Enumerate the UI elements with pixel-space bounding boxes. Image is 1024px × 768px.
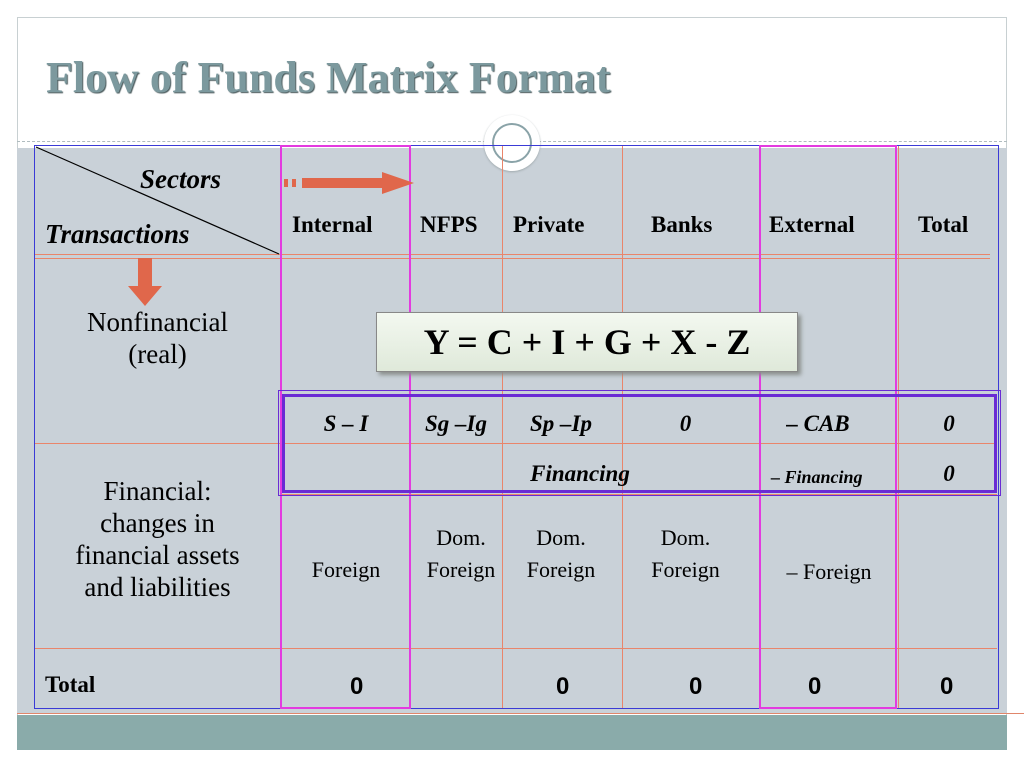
decorative-circle [484,115,540,171]
total-banks: 0 [689,673,703,700]
column-header-private: Private [513,212,585,237]
row-label-financial-line2: changes in [100,508,215,538]
financial-nfps-line1: Dom. [436,525,486,550]
row-label-nonfinancial: Nonfinancial (real) [45,306,270,370]
slide-title: Flow of Funds Matrix Format [46,53,611,102]
equation-box: Y = C + I + G + X - Z [376,312,798,372]
column-header-banks: Banks [651,212,713,237]
financial-private: Dom. Foreign [503,522,619,586]
header-divider [35,254,990,259]
column-header-total: Total [918,212,969,237]
financial-external: – Foreign [786,559,872,584]
financial-banks-line1: Dom. [660,525,711,550]
balance-rows-highlight [282,394,997,493]
balance-nfps: Sg –Ig [425,411,487,436]
row-label-nonfinancial-line1: Nonfinancial [87,307,228,337]
column-header-internal: Internal [292,212,373,237]
row-divider-financial [35,443,997,444]
col-divider-private [502,146,503,708]
financial-internal: Foreign [311,557,381,582]
content-background [17,148,1007,713]
total-total: 0 [940,673,954,700]
financial-private-line1: Dom. [536,525,586,550]
financial-banks: Dom. Foreign [623,522,748,586]
total-external: 0 [808,673,822,700]
transactions-label: Transactions [45,219,190,249]
balance-total: 0 [943,411,955,436]
row-divider-total [35,648,997,649]
internal-column-highlight [280,145,411,709]
row-label-nonfinancial-line2: (real) [128,339,187,369]
footer-band [17,715,1007,750]
column-header-external: External [769,212,855,237]
bottom-divider [17,713,1024,714]
row-label-financial-line1: Financial: [103,476,212,506]
decorative-circle-inner [492,123,532,163]
row-label-financial: Financial: changes in financial assets a… [45,475,270,603]
financing-label: Financing [530,461,630,486]
total-internal: 0 [350,673,364,700]
col-divider-banks [622,146,623,708]
row-label-total: Total [45,672,96,697]
row-divider-financing [280,494,997,495]
financing-total: 0 [943,461,955,486]
financial-private-line2: Foreign [526,557,596,582]
sectors-label: Sectors [140,164,221,194]
column-header-nfps: NFPS [420,212,478,237]
balance-external: – CAB [786,411,850,436]
balance-banks: 0 [679,411,692,436]
external-column-highlight [759,145,897,709]
total-private: 0 [556,673,570,700]
negative-financing-label: – Financing [771,467,863,487]
col-divider-total [898,146,899,708]
balance-rows-highlight-outer [278,390,1001,496]
financial-banks-line2: Foreign [651,557,720,582]
row-label-financial-line3: financial assets [75,540,240,570]
balance-private: Sp –Ip [530,411,592,436]
row-label-financial-line4: and liabilities [84,572,231,602]
matrix-border [34,145,999,709]
financial-nfps: Dom. Foreign [411,522,511,586]
financial-nfps-line2: Foreign [426,557,496,582]
balance-internal: S – I [323,411,369,436]
